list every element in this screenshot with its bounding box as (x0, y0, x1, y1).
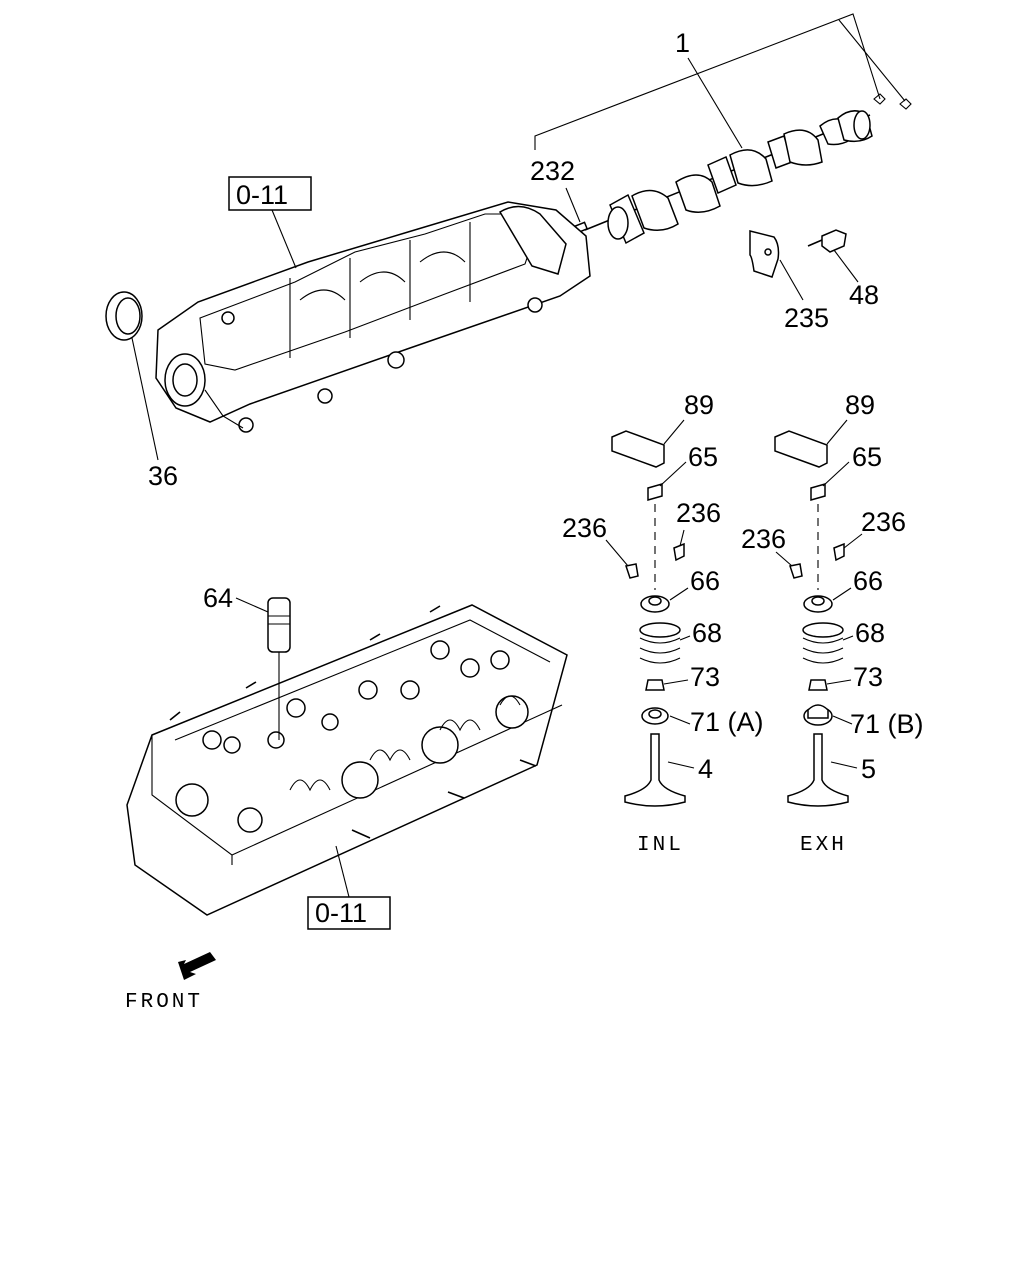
front-indicator: FRONT (125, 952, 216, 1014)
inlet-lower-spring-seat[interactable] (641, 707, 669, 725)
front-arrow-icon (178, 952, 216, 980)
inlet-cotter-right-label: 236 (676, 498, 721, 528)
inlet-spring-label: 68 (692, 618, 722, 648)
cylinder-head-reference-label: 0-11 (315, 898, 367, 928)
front-caption: FRONT (125, 991, 203, 1014)
inlet-valve[interactable] (624, 733, 686, 807)
exhaust-lower-seat-label: 71 (B) (850, 709, 924, 739)
bolt-label: 48 (849, 280, 879, 310)
exhaust-stem-seal[interactable] (808, 679, 828, 691)
inlet-stem-seal-label: 73 (690, 662, 720, 692)
camshaft-assembly: 232 1 235 48 (530, 13, 912, 333)
oil-seal[interactable] (105, 291, 143, 341)
cylinder-head[interactable] (126, 604, 568, 916)
bracket-label: 235 (784, 303, 829, 333)
camshaft-bracket[interactable] (749, 230, 780, 278)
carrier-reference[interactable]: 0-11 (228, 176, 312, 211)
inlet-pivot-label: 65 (688, 442, 718, 472)
exhaust-pivot[interactable] (810, 483, 826, 501)
oil-seal-label: 36 (148, 461, 178, 491)
inlet-cotter-left-label: 236 (562, 513, 607, 543)
inlet-caption: INL (637, 834, 684, 857)
exhaust-spring-label: 68 (855, 618, 885, 648)
exhaust-lower-spring-seat[interactable] (803, 704, 833, 726)
camshaft[interactable] (584, 110, 873, 245)
inlet-rocker-label: 89 (684, 390, 714, 420)
inlet-rocker-arm[interactable] (611, 430, 665, 468)
inlet-lower-seat-label: 71 (A) (690, 707, 764, 737)
inlet-upper-spring-seat[interactable] (640, 595, 670, 613)
inlet-pivot[interactable] (647, 483, 663, 501)
inlet-upper-seat-label: 66 (690, 566, 720, 596)
exhaust-valve[interactable] (787, 733, 849, 807)
inlet-stem-seal[interactable] (645, 679, 665, 691)
carrier-reference-label: 0-11 (236, 180, 288, 210)
exhaust-valve-spring[interactable] (802, 622, 844, 664)
exhaust-rocker-arm[interactable] (774, 430, 828, 468)
exhaust-valve-label: 5 (861, 754, 876, 784)
lash-adjuster-label: 64 (203, 583, 233, 613)
exhaust-cotter-left-label: 236 (741, 524, 786, 554)
exhaust-upper-seat-label: 66 (853, 566, 883, 596)
exhaust-pivot-label: 65 (852, 442, 882, 472)
exhaust-cotter-right[interactable] (833, 542, 845, 562)
inlet-valve-label: 4 (698, 754, 713, 784)
cylinder-head-reference[interactable]: 0-11 (307, 896, 391, 930)
inlet-cotter-left[interactable] (625, 563, 639, 579)
exhaust-rocker-label: 89 (845, 390, 875, 420)
inlet-valve-train: 89 65 236 236 66 68 73 (562, 390, 764, 857)
bracket-bolt[interactable] (807, 229, 847, 253)
camshaft-carrier[interactable] (155, 201, 591, 433)
exhaust-upper-spring-seat[interactable] (803, 595, 833, 613)
exhaust-cotter-left[interactable] (789, 563, 803, 579)
camshaft-pin-label: 232 (530, 156, 575, 186)
lash-adjuster[interactable] (267, 597, 291, 740)
inlet-valve-spring[interactable] (639, 622, 681, 664)
camshaft-label: 1 (675, 28, 690, 58)
inlet-cotter-right[interactable] (673, 542, 685, 562)
exhaust-caption: EXH (800, 834, 847, 857)
exhaust-cotter-right-label: 236 (861, 507, 906, 537)
exhaust-stem-seal-label: 73 (853, 662, 883, 692)
exhaust-valve-train: 89 65 236 236 66 68 73 (741, 390, 924, 857)
